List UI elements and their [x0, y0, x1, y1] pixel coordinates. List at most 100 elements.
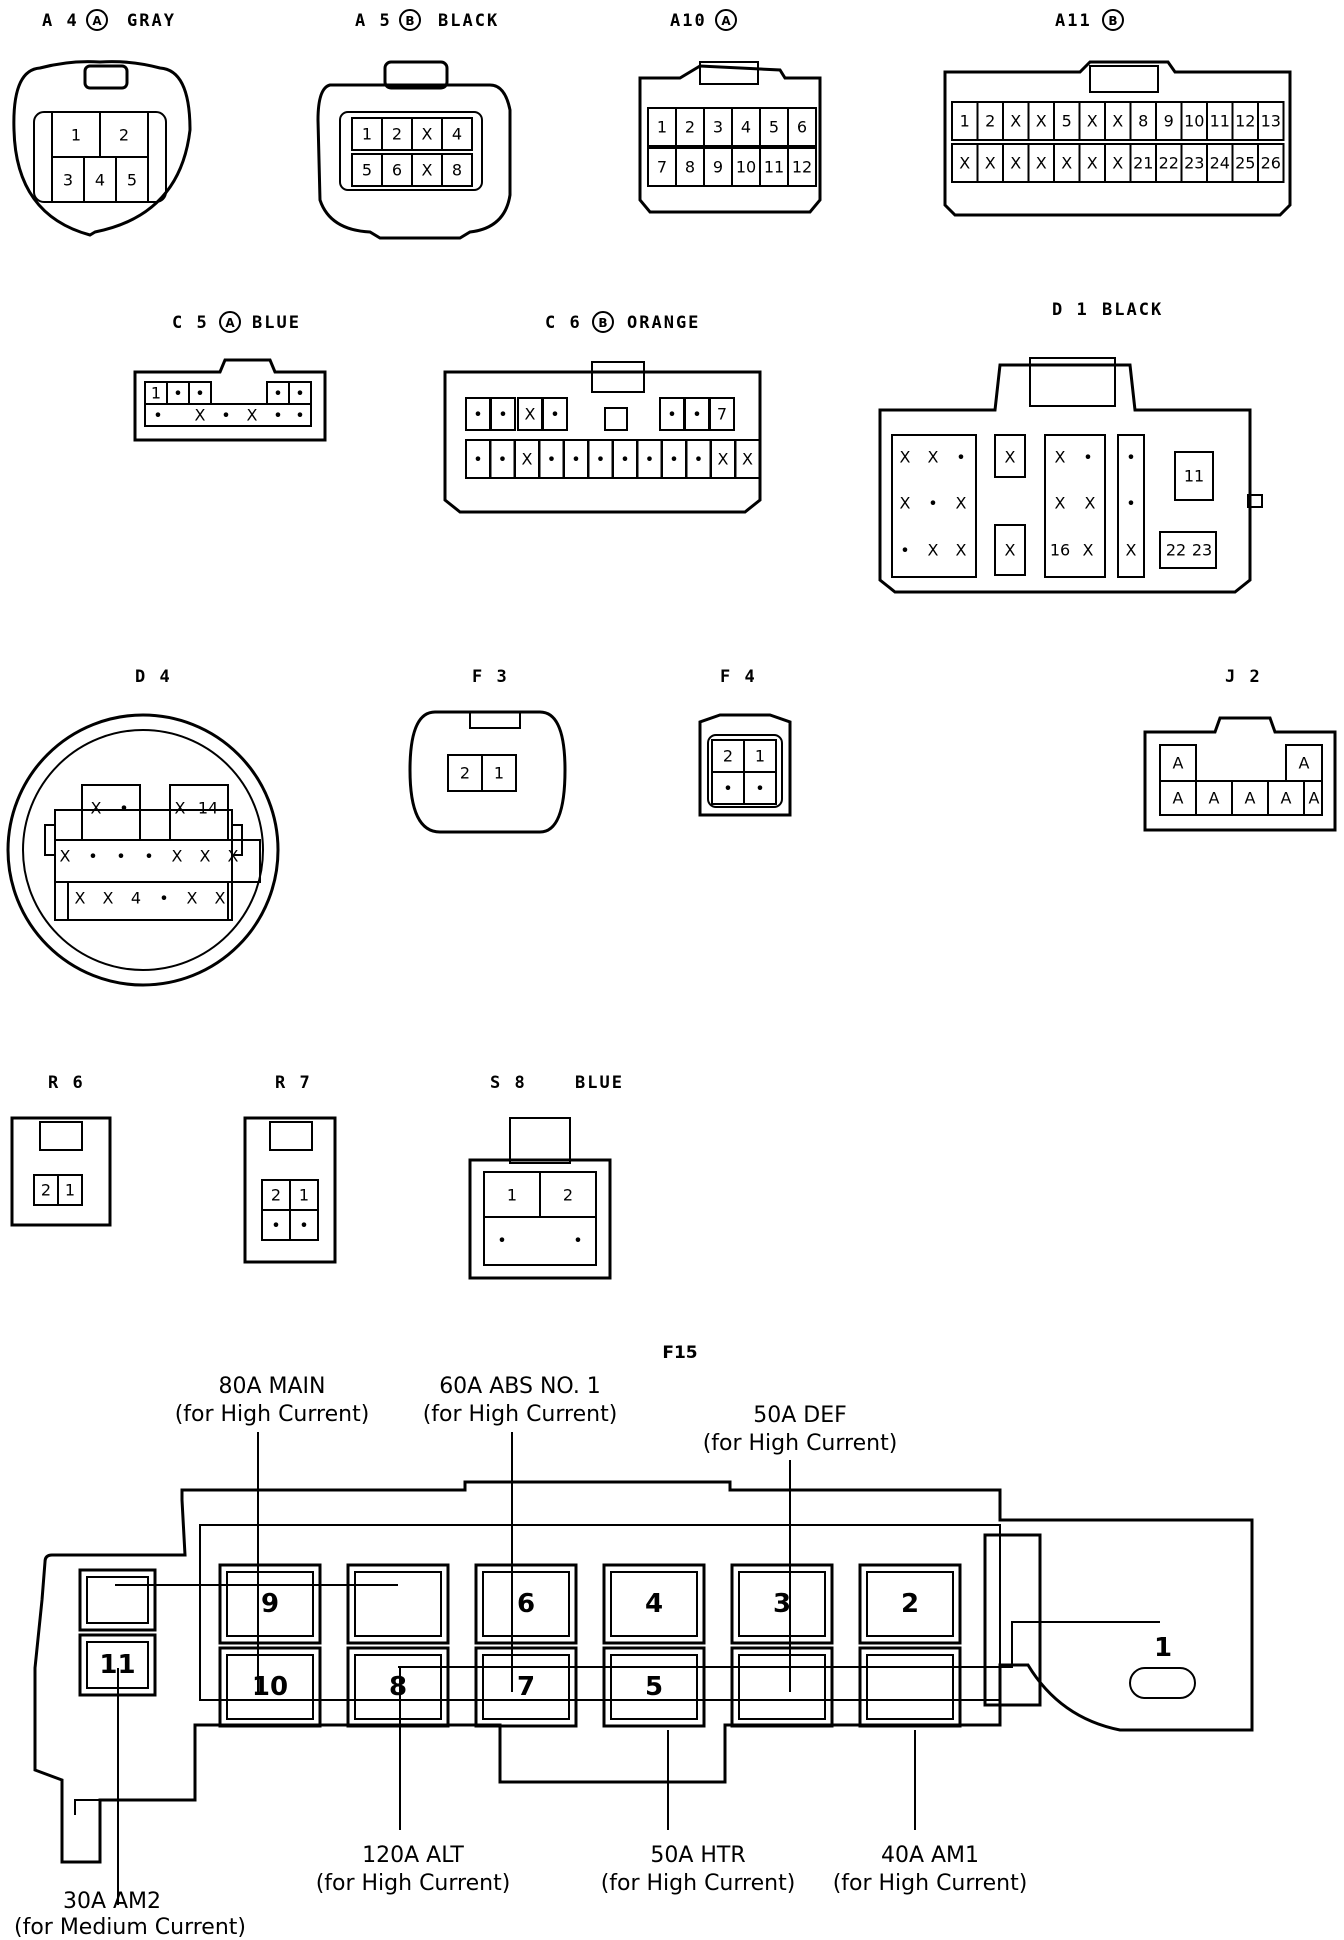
connector-c6-variant: B — [598, 316, 607, 330]
fuse-slot-label: 7 — [517, 1672, 535, 1702]
connector-f3: F 3 2 1 — [408, 667, 567, 834]
pin: X — [1087, 112, 1098, 131]
pin: • — [88, 847, 97, 866]
label-am2-rating: 30A AM2 — [63, 1889, 161, 1914]
fuse-slot-label: 3 — [773, 1589, 791, 1619]
pin: X — [928, 541, 939, 560]
pin: 11 — [1210, 112, 1230, 131]
pin: • — [692, 405, 701, 424]
fuse-slot — [602, 1646, 706, 1728]
fuse-slot-label: 4 — [645, 1589, 663, 1619]
pin: 11 — [764, 158, 784, 177]
pin: • — [573, 1231, 582, 1250]
pin: 5 — [362, 161, 372, 180]
pin: X — [172, 847, 183, 866]
connector-a4-variant: A — [92, 14, 102, 28]
connector-f4-id: F 4 — [720, 667, 757, 687]
fuse-slot-label: 5 — [645, 1672, 663, 1702]
pin: A — [1209, 789, 1220, 808]
pin: • — [1083, 448, 1092, 467]
connector-r6: R 6 2 1 — [10, 1073, 112, 1227]
connector-r7: R 7 2 1 • • — [243, 1073, 337, 1264]
pin: 1 — [494, 764, 504, 783]
label-main-note: (for High Current) — [175, 1402, 370, 1427]
pin: 1 — [362, 125, 372, 144]
pin: X — [1036, 154, 1047, 173]
pin: X — [1085, 494, 1096, 513]
pin: • — [195, 384, 204, 403]
pin: X — [1005, 448, 1016, 467]
pin: 12 — [1235, 112, 1255, 131]
variant-badge-icon — [1102, 9, 1124, 31]
pin: X — [525, 405, 536, 424]
fuse-slot-label: 2 — [901, 1589, 919, 1619]
pin: X — [228, 847, 239, 866]
pin: • — [295, 384, 304, 403]
connector-f3-id: F 3 — [472, 667, 509, 687]
pin: • — [473, 450, 482, 469]
pin: 2 — [563, 1186, 573, 1205]
connector-c5-id: C 5 — [172, 313, 209, 333]
pin: • — [547, 450, 556, 469]
connector-s8-color: BLUE — [575, 1073, 624, 1093]
fuse-slot — [346, 1646, 450, 1728]
pin: 13 — [1261, 112, 1281, 131]
label-main-rating: 80A MAIN — [218, 1374, 325, 1399]
pin: A — [1245, 789, 1256, 808]
fuse-slot — [730, 1646, 834, 1728]
pin: 1 — [507, 1186, 517, 1205]
pin: 8 — [452, 161, 462, 180]
pin: 4 — [452, 125, 462, 144]
pin: 6 — [392, 161, 402, 180]
pin: A — [1281, 789, 1292, 808]
pin: 3 — [713, 118, 723, 137]
pin: 1 — [65, 1181, 75, 1200]
pin: 2 — [985, 112, 995, 131]
fuse-slot-label: 9 — [261, 1589, 279, 1619]
fuse-slot — [858, 1563, 962, 1645]
pin: • — [723, 779, 732, 798]
pin: • — [900, 541, 909, 560]
variant-badge-icon — [86, 9, 108, 31]
label-abs-note: (for High Current) — [423, 1402, 618, 1427]
connector-j2-id: J 2 — [1225, 667, 1262, 687]
pin: 4 — [95, 171, 105, 190]
pin: X — [522, 450, 533, 469]
pin: 2 — [119, 126, 129, 145]
connector-a11-variant: B — [1108, 14, 1117, 28]
connector-c5-variant: A — [225, 316, 235, 330]
fuse-slot — [346, 1563, 450, 1645]
pin: X — [422, 161, 433, 180]
pin: 24 — [1210, 154, 1230, 173]
pin: • — [144, 847, 153, 866]
fuse-block-id: F15 — [662, 1343, 697, 1363]
pin: A — [1173, 754, 1184, 773]
connector-a5-variant: B — [405, 14, 414, 28]
pin: • — [498, 450, 507, 469]
pin: • — [620, 450, 629, 469]
variant-badge-icon — [592, 311, 614, 333]
pin: • — [755, 779, 764, 798]
pin: X — [103, 889, 114, 908]
pin: 21 — [1133, 154, 1153, 173]
pin: • — [550, 405, 559, 424]
pin: X — [422, 125, 433, 144]
connector-c6-color: ORANGE — [627, 313, 700, 333]
connector-a4-id: A 4 — [42, 11, 79, 31]
pin: 22 — [1159, 154, 1179, 173]
pin: 1 — [71, 126, 81, 145]
pin: 16 — [1050, 541, 1070, 560]
pin: 2 — [41, 1181, 51, 1200]
pin: 25 — [1235, 154, 1255, 173]
variant-badge-icon — [399, 9, 421, 31]
pin: • — [473, 405, 482, 424]
fuse-slot — [474, 1646, 578, 1728]
pin: 1 — [657, 118, 667, 137]
pin: 7 — [717, 405, 727, 424]
connector-a11-id: A11 — [1055, 11, 1092, 31]
connector-a5-id: A 5 — [355, 11, 392, 31]
label-alt-rating: 120A ALT — [362, 1843, 464, 1868]
pin: 1 — [151, 384, 161, 403]
